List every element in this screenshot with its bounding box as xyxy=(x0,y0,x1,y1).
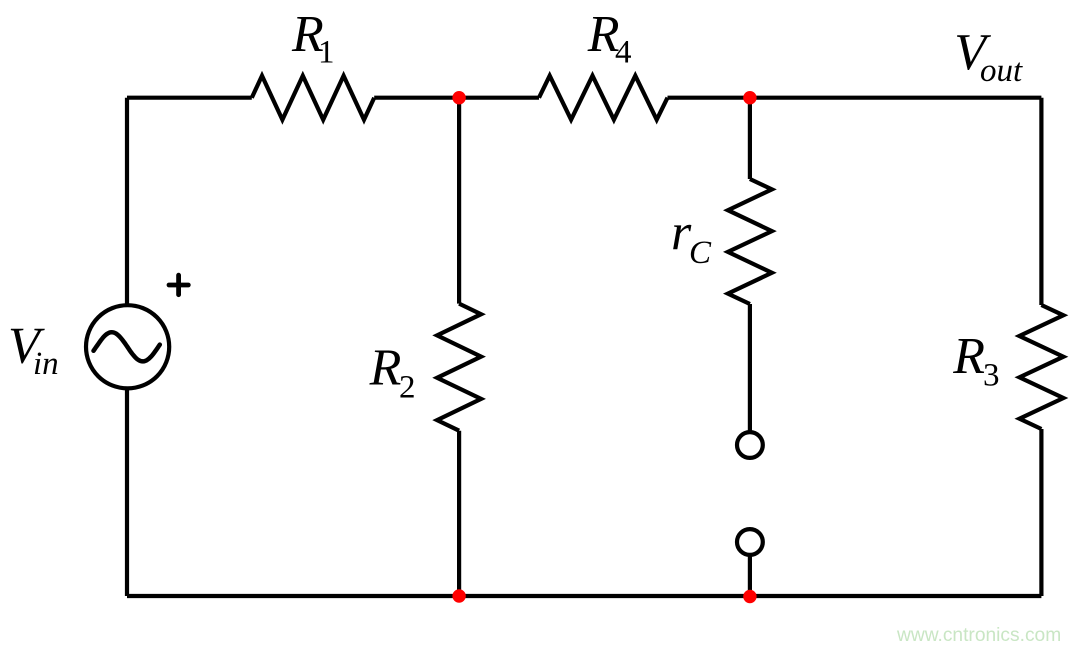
svg-text:4: 4 xyxy=(615,35,632,71)
svg-text:www.cntronics.com: www.cntronics.com xyxy=(896,625,1061,646)
svg-text:R: R xyxy=(587,6,620,63)
svg-text:R: R xyxy=(291,6,324,63)
svg-text:1: 1 xyxy=(318,35,335,71)
svg-text:R: R xyxy=(369,340,402,397)
svg-text:V: V xyxy=(954,24,991,81)
svg-text:3: 3 xyxy=(983,358,1000,394)
svg-text:R: R xyxy=(952,328,985,385)
svg-text:V: V xyxy=(8,317,45,374)
svg-text:2: 2 xyxy=(399,369,416,405)
svg-text:in: in xyxy=(33,346,59,382)
svg-text:r: r xyxy=(671,204,692,261)
svg-text:C: C xyxy=(689,235,712,271)
svg-text:out: out xyxy=(980,53,1023,89)
